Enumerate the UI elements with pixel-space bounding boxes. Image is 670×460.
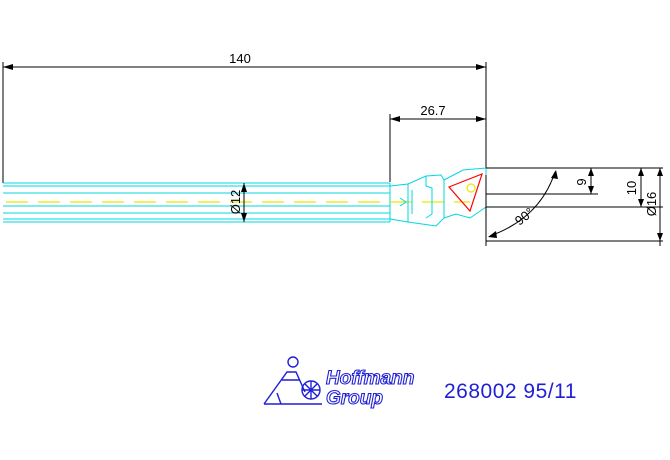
logo-figure-icon (263, 356, 322, 405)
dimension-head-length: 26.7 (389, 103, 486, 182)
dim-9-label: 9 (574, 178, 589, 185)
logo-line1: Hoffmann (326, 368, 414, 389)
dimension-overall-length: 140 (2, 51, 487, 183)
tool-neck (389, 174, 445, 227)
dimension-shank-diameter: Ø12 (228, 183, 247, 222)
hoffmann-logo: Hoffmann Group (263, 356, 415, 410)
dimension-bore-block (485, 167, 663, 246)
overall-length-label: 140 (229, 51, 251, 66)
shank-diameter-label: Ø12 (228, 190, 243, 215)
logo-line2: Group (326, 388, 383, 409)
head-length-label: 26.7 (420, 103, 445, 118)
cutting-insert (447, 172, 483, 213)
tool-shank (3, 182, 391, 223)
bore-diameter-label: Ø16 (644, 192, 659, 217)
part-number: 268002 95/11 (444, 380, 577, 403)
dimension-arrows (488, 168, 663, 241)
dim-10-label: 10 (624, 181, 639, 195)
angle-label: 90° (512, 204, 537, 228)
insert-screw-icon (466, 183, 476, 193)
